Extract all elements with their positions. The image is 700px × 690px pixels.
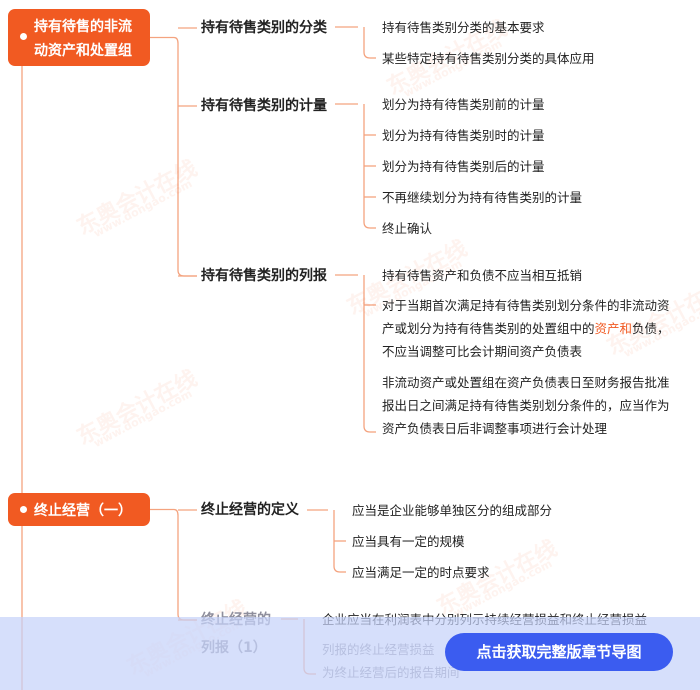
main-topic-label: 终止经营（一） xyxy=(34,503,132,519)
subtopic-label: 持有待售类别的计量 xyxy=(201,98,327,114)
subtopic-node[interactable]: 持有待售类别的分类 xyxy=(201,17,327,39)
leaf-node[interactable]: 划分为持有待售类别前的计量 xyxy=(382,93,545,116)
leaf-node[interactable]: 某些特定持有待售类别分类的具体应用 xyxy=(382,47,595,70)
leaf-text-line: 终止确认 xyxy=(382,221,433,236)
leaf-text-line: 划分为持有待售类别时的计量 xyxy=(382,128,545,143)
bullet-icon xyxy=(20,506,27,513)
leaf-node[interactable]: 持有待售资产和负债不应当相互抵销 xyxy=(382,264,582,287)
leaf-node[interactable]: 非流动资产或处置组在资产负债表日至财务报告批准报出日之间满足持有待售类别划分条件… xyxy=(382,371,670,440)
leaf-text-line: 不再继续划分为持有待售类别的计量 xyxy=(382,190,583,205)
main-topic-node[interactable]: 持有待售的非流动资产和处置组 xyxy=(8,9,150,66)
keyword-highlight: 资产和 xyxy=(594,321,633,336)
leaf-text-line: 产或划分为持有待售类别的处置组中的资产和负债， xyxy=(382,321,670,336)
connector-line xyxy=(150,508,197,621)
subtopic-node[interactable]: 持有待售类别的列报 xyxy=(201,265,327,287)
main-topic-label: 持有待售的非流 xyxy=(34,19,132,35)
main-topic-node[interactable]: 终止经营（一） xyxy=(8,493,150,526)
connector-line xyxy=(363,104,371,229)
connector-line xyxy=(150,36,197,277)
leaf-node[interactable]: 不再继续划分为持有待售类别的计量 xyxy=(382,186,582,209)
leaf-text-line: 应当具有一定的规模 xyxy=(352,534,465,549)
leaf-node[interactable]: 持有待售类别分类的基本要求 xyxy=(382,16,545,39)
leaf-text-line: 应当是企业能够单独区分的组成部分 xyxy=(352,503,553,518)
leaf-node[interactable]: 应当满足一定的时点要求 xyxy=(352,561,490,584)
connector-line xyxy=(363,27,371,59)
leaf-node[interactable]: 划分为持有待售类别时的计量 xyxy=(382,124,545,147)
leaf-text-line: 报出日之间满足持有待售类别划分条件的，应当作为 xyxy=(382,398,670,413)
leaf-node[interactable]: 应当是企业能够单独区分的组成部分 xyxy=(352,499,552,522)
leaf-node[interactable]: 对于当期首次满足持有待售类别划分条件的非流动资产或划分为持有待售类别的处置组中的… xyxy=(382,294,670,363)
leaf-text-line: 对于当期首次满足持有待售类别划分条件的非流动资 xyxy=(382,298,670,313)
subtopic-node[interactable]: 持有待售类别的计量 xyxy=(201,95,327,117)
subtopic-label: 持有待售类别的列报 xyxy=(201,268,327,284)
leaf-text-line: 某些特定持有待售类别分类的具体应用 xyxy=(382,51,595,66)
leaf-node[interactable]: 应当具有一定的规模 xyxy=(352,530,465,553)
leaf-text-line: 持有待售资产和负债不应当相互抵销 xyxy=(382,268,583,283)
connector-line xyxy=(333,510,341,573)
leaf-text-line: 持有待售类别分类的基本要求 xyxy=(382,20,545,35)
leaf-text-line: 划分为持有待售类别前的计量 xyxy=(382,97,545,112)
subtopic-label: 终止经营的定义 xyxy=(201,502,299,518)
leaf-text-line: 不应当调整可比会计期间资产负债表 xyxy=(382,344,583,359)
leaf-text-line: 划分为持有待售类别后的计量 xyxy=(382,159,545,174)
subtopic-node[interactable]: 终止经营的定义 xyxy=(201,499,299,521)
leaf-text-line: 非流动资产或处置组在资产负债表日至财务报告批准 xyxy=(382,375,670,390)
leaf-text-line: 应当满足一定的时点要求 xyxy=(352,565,490,580)
leaf-node[interactable]: 终止确认 xyxy=(382,217,432,240)
subtopic-label: 持有待售类别的分类 xyxy=(201,20,327,36)
connector-line xyxy=(363,275,371,433)
bullet-icon xyxy=(20,33,27,40)
leaf-node[interactable]: 划分为持有待售类别后的计量 xyxy=(382,155,545,178)
leaf-text-line: 资产负债表日后非调整事项进行会计处理 xyxy=(382,421,608,436)
get-full-map-button[interactable]: 点击获取完整版章节导图 xyxy=(445,633,673,671)
main-topic-label: 动资产和处置组 xyxy=(34,43,132,59)
